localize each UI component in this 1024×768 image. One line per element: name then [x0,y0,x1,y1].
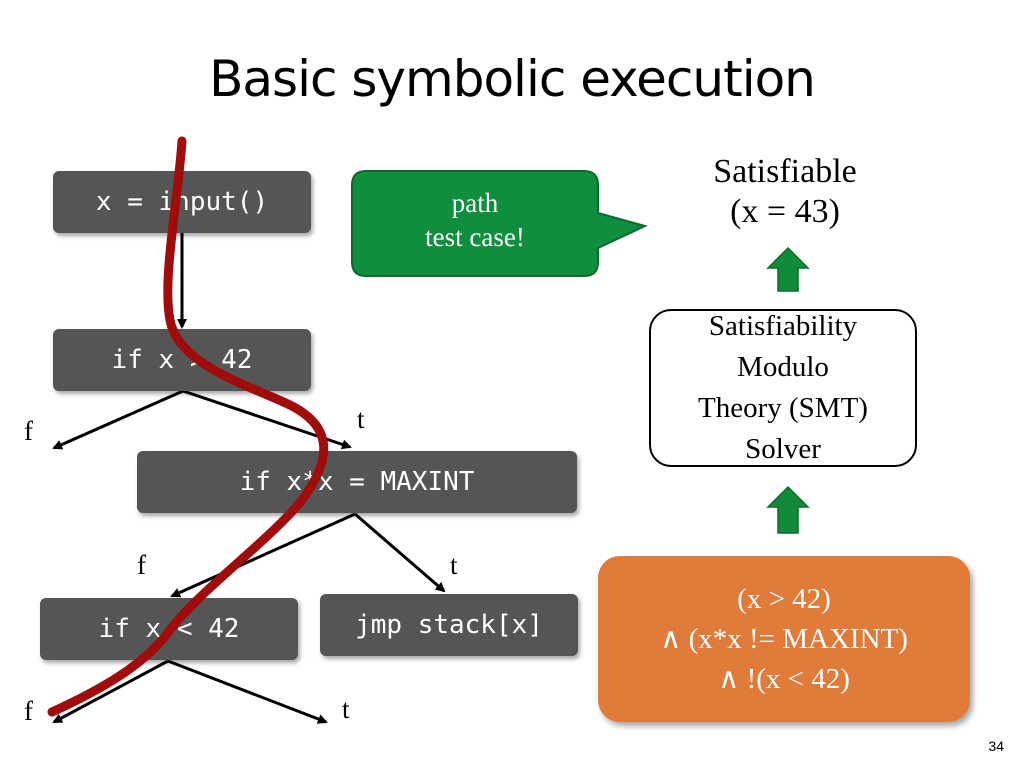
execution-path [47,136,329,717]
constraint-line-1: (x > 42) [737,583,831,615]
result-line-2: (x = 43) [730,193,840,230]
arrow-sq-false [170,512,356,598]
result-line-1: Satisfiable [713,153,857,190]
callout-line-1: path [451,188,499,218]
up-arrow-icon [766,485,810,534]
arrow-lt-false [52,659,169,724]
callout-bubble [351,170,648,277]
callout-text: path test case! [352,186,598,254]
solver-result: Satisfiable (x = 43) [660,152,910,232]
node-if-square: if x*x = MAXINT [137,451,577,513]
smt-line-4: Solver [745,433,821,465]
branch-label-lt-true: t [342,694,350,724]
smt-line-3: Theory (SMT) [698,392,868,424]
branch-label-sq-false: f [137,550,146,580]
callout-line-2: test case! [425,222,525,252]
constraint-line-2: ∧ (x*x != MAXINT) [660,623,908,655]
branch-label-gt-false: f [24,416,33,446]
branch-label-sq-true: t [450,550,458,580]
slide-title: Basic symbolic execution [209,50,816,108]
smt-line-2: Modulo [737,351,829,383]
smt-solver-box: Satisfiability Modulo Theory (SMT) Solve… [649,309,917,467]
constraint-line-3: ∧ !(x < 42) [718,663,850,695]
up-arrow-icon [766,246,810,292]
branch-label-lt-false: f [24,696,33,726]
arrow-sq-true [354,512,446,593]
branch-label-gt-true: t [357,404,365,434]
path-constraint-box: (x > 42) ∧ (x*x != MAXINT) ∧ !(x < 42) [598,556,970,722]
smt-line-1: Satisfiability [708,310,858,342]
slide-number: 34 [988,738,1004,754]
arrow-lt-true [167,659,328,724]
arrow-gt-false [52,389,184,450]
node-jmp: jmp stack[x] [320,594,578,656]
